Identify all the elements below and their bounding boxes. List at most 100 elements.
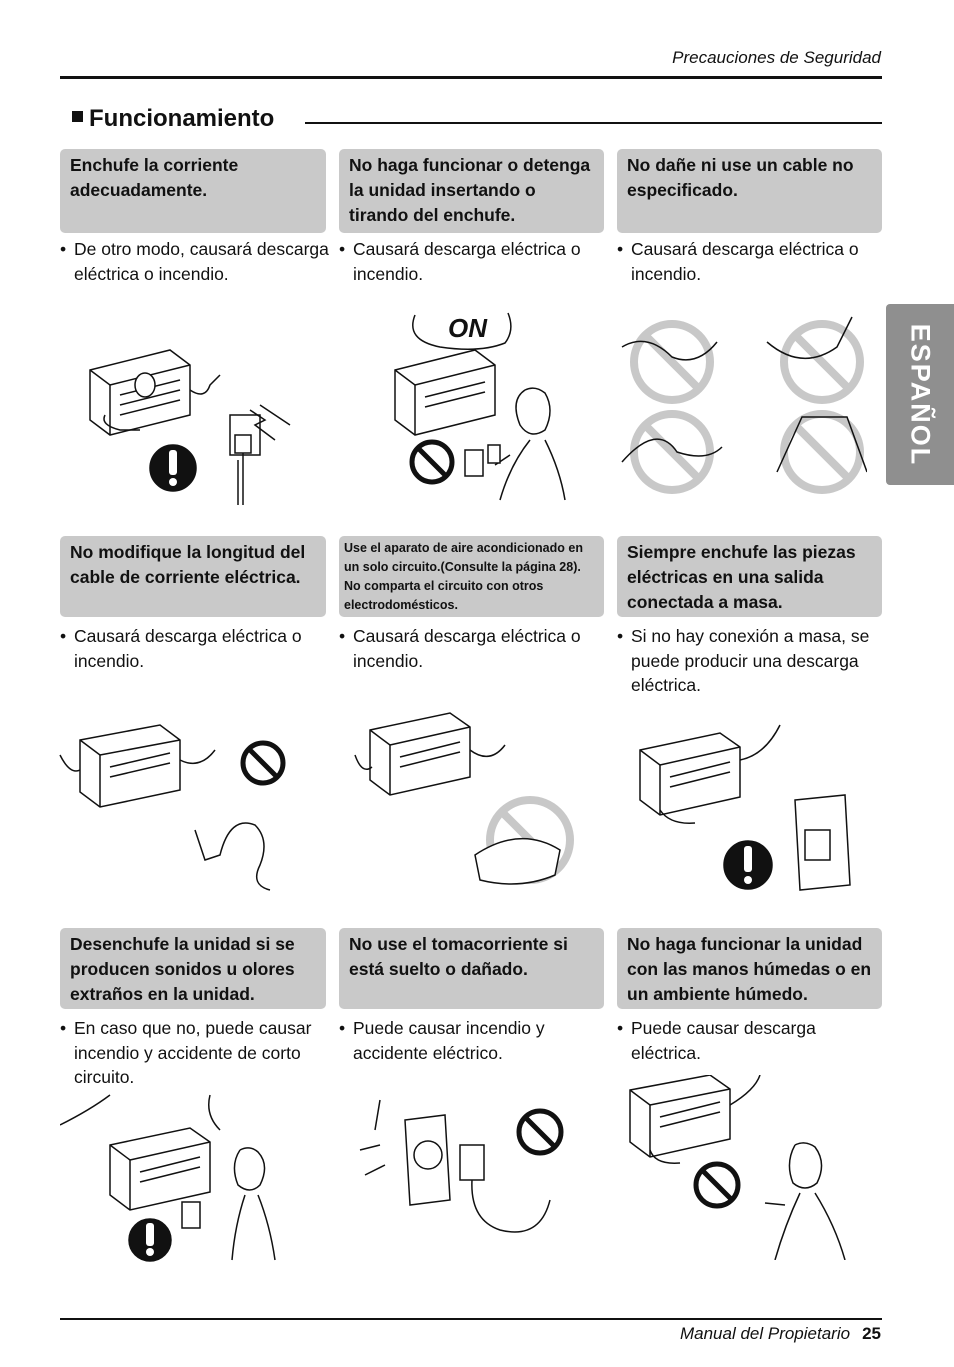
- bottom-rule: [60, 1318, 882, 1320]
- caution-box-9: No haga funcionar la unidad con las mano…: [617, 928, 882, 1009]
- bullet-dot: •: [617, 626, 624, 646]
- illustration-damaged-cables: [621, 316, 867, 494]
- bullet-dot: •: [617, 1018, 624, 1038]
- language-side-tab-label: ESPAÑOL: [905, 323, 936, 466]
- waving-hand-icon: [354, 754, 373, 770]
- illustration-proper-plug: [89, 349, 291, 505]
- caution-box-3: No dañe ni use un cable no especificado.: [617, 149, 882, 233]
- air-conditioner-icon: [394, 349, 496, 436]
- top-rule: [60, 76, 882, 79]
- section-title: Funcionamiento: [72, 105, 274, 133]
- outlet-icon: [464, 449, 484, 477]
- waving-hand-icon: [729, 1075, 761, 1106]
- running-header: Precauciones de Seguridad: [672, 48, 881, 67]
- prohibited-icon: [409, 439, 455, 485]
- caution-box-7: Desenchufe la unidad si se producen soni…: [60, 928, 326, 1009]
- caution-text-6-body: Si no hay conexión a masa, se puede prod…: [631, 626, 870, 695]
- caution-box-2: No haga funcionar o detenga la unidad in…: [339, 149, 604, 233]
- modified-cable-icon: [194, 822, 271, 891]
- plug-icon: [459, 1144, 551, 1233]
- illustration-unplug-noise: [60, 1094, 276, 1262]
- ok-hand-icon: [739, 724, 781, 761]
- caution-text-5-body: Causará descarga eléctrica o incendio.: [353, 626, 581, 671]
- grounded-outlet-icon: [794, 794, 851, 891]
- bullet-dot: •: [617, 239, 624, 259]
- speech-bubble-icon: [412, 312, 512, 350]
- caution-title-8: No use el tomacorriente si está suelto o…: [349, 934, 568, 979]
- caution-text-7-body: En caso que no, puede causar incendio y …: [74, 1018, 312, 1087]
- waving-hand-icon: [189, 374, 221, 395]
- caution-text-9-body: Puede causar descarga eléctrica.: [631, 1018, 816, 1063]
- square-bullet-icon: [72, 111, 83, 123]
- caution-text-9: • Puede causar descarga eléctrica.: [617, 1016, 847, 1065]
- cable-under-weight-icon: [776, 416, 867, 473]
- air-conditioner-icon: [79, 724, 181, 808]
- caution-text-7: • En caso que no, puede causar incendio y…: [60, 1016, 320, 1090]
- caution-text-5: • Causará descarga eléctrica o incendio.: [339, 624, 604, 673]
- waving-hand-icon: [59, 754, 81, 772]
- prohibited-icon: [240, 740, 286, 786]
- illustration-plug-on-off: ON: [394, 312, 566, 501]
- illustration-single-circuit: [354, 712, 574, 885]
- illustration-grounded-outlet: [639, 724, 851, 891]
- bullet-dot: •: [60, 626, 67, 646]
- plug-icon: [487, 444, 501, 464]
- spark-icon: [359, 1099, 386, 1176]
- caution-box-6: Siempre enchufe las piezas eléctricas en…: [617, 536, 882, 617]
- mandatory-exclamation-icon: [128, 1218, 172, 1262]
- caution-text-3-body: Causará descarga eléctrica o incendio.: [631, 239, 859, 284]
- air-conditioner-icon: [109, 1127, 211, 1211]
- woman-figure-icon: [764, 1142, 846, 1260]
- caution-text-1: • De otro modo, causará descarga eléctric…: [60, 237, 330, 286]
- cable-twisted-icon: [621, 340, 718, 361]
- on-label: ON: [448, 313, 488, 343]
- pointing-hand-icon: [659, 809, 696, 824]
- woman-figure-icon: [494, 387, 566, 501]
- caution-box-8: No use el tomacorriente si está suelto o…: [339, 928, 604, 1009]
- bullet-dot: •: [339, 239, 346, 259]
- caution-box-4: No modifique la longitud del cable de co…: [60, 536, 326, 617]
- caution-box-5: Use el aparato de aire acondicionado en …: [339, 536, 604, 617]
- power-strip-icon: [474, 838, 561, 885]
- caution-text-6: • Si no hay conexión a masa, se puede pro…: [617, 624, 872, 698]
- caution-title-6: Siempre enchufe las piezas eléctricas en…: [627, 542, 856, 612]
- caution-title-3: No dañe ni use un cable no especificado.: [627, 155, 854, 200]
- bullet-dot: •: [339, 1018, 346, 1038]
- air-conditioner-icon: [89, 349, 191, 436]
- caution-text-4: • Causará descarga eléctrica o incendio.: [60, 624, 330, 673]
- caution-text-3: • Causará descarga eléctrica o incendio.: [617, 237, 882, 286]
- bullet-dot: •: [339, 626, 346, 646]
- caution-text-1-body: De otro modo, causará descarga eléctrica…: [74, 239, 329, 284]
- caution-text-2-body: Causará descarga eléctrica o incendio.: [353, 239, 581, 284]
- caution-text-2: • Causará descarga eléctrica o incendio.: [339, 237, 604, 286]
- air-conditioner-icon: [369, 712, 471, 796]
- cable-cut-icon: [766, 316, 853, 359]
- caution-title-5: Use el aparato de aire acondicionado en …: [344, 541, 583, 612]
- air-conditioner-icon: [629, 1075, 731, 1158]
- smoke-icon: [60, 1094, 221, 1131]
- bullet-dot: •: [60, 1018, 67, 1038]
- caution-box-1: Enchufe la corriente adecuadamente.: [60, 149, 326, 233]
- section-rule: [305, 122, 882, 124]
- caution-text-8: • Puede causar incendio y accidente eléct…: [339, 1016, 579, 1065]
- mandatory-exclamation-icon: [149, 444, 197, 492]
- cable-pulled-icon: [621, 438, 723, 463]
- caution-title-2: No haga funcionar o detenga la unidad in…: [349, 155, 591, 225]
- waving-hand-icon: [179, 749, 216, 765]
- mandatory-exclamation-icon: [723, 840, 773, 890]
- pointing-hand-icon: [103, 414, 140, 431]
- bullet-dot: •: [60, 239, 67, 259]
- page-number: 25: [862, 1324, 881, 1343]
- prohibited-icon: [693, 1161, 741, 1209]
- caution-title-7: Desenchufe la unidad si se producen soni…: [70, 934, 295, 1004]
- pointing-hand-icon: [649, 1149, 681, 1164]
- illustration-wet-hands: [629, 1075, 846, 1260]
- waving-hand-icon: [469, 744, 506, 758]
- caution-text-8-body: Puede causar incendio y accidente eléctr…: [353, 1018, 545, 1063]
- language-side-tab: ESPAÑOL: [886, 304, 954, 485]
- caution-text-4-body: Causará descarga eléctrica o incendio.: [74, 626, 302, 671]
- caution-title-1: Enchufe la corriente adecuadamente.: [70, 155, 239, 200]
- outlet-icon: [181, 1201, 201, 1229]
- woman-figure-icon: [231, 1147, 276, 1261]
